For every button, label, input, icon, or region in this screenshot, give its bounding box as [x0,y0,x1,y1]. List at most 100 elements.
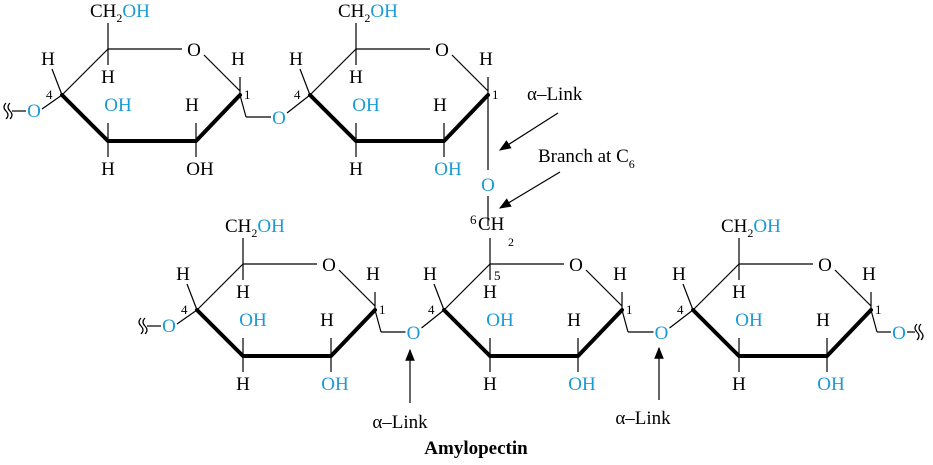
ring-front-bonds [442,308,624,358]
c5-h: H [349,67,363,88]
carbon-4-number: 4 [677,302,684,317]
left-end-top-bond [41,94,63,110]
ch2oh-label: CH2OH [338,1,398,25]
alpha-link-label-right: α–Link [615,408,671,429]
c4-h: H [289,49,303,70]
c5-h: H [101,67,115,88]
c2-h: H [433,95,447,116]
ch2oh-label: CH2OH [721,216,781,240]
right-end-oxygen: O [892,323,906,344]
c2-oh: OH [434,159,462,180]
ch2oh-label-sub: 2 [747,226,753,240]
branch-label: Branch at C6 [538,146,635,171]
ring-oxygen: O [322,255,336,276]
left-end-top-chain-break [3,102,13,120]
carbon-6-number: 6 [470,212,477,227]
c3-h: H [236,374,250,395]
bond-c4-h [186,283,198,311]
ring-front-bonds [60,93,242,143]
bond-c4-c5 [692,263,740,311]
right-end-chain-break [914,323,924,341]
carbon-1-number: 1 [244,87,251,102]
c5-h: H [483,282,497,303]
bond-c4-c5 [309,48,357,96]
link-4-5-bond-left [621,309,629,333]
carbon-4-number: 4 [428,302,435,317]
carbon-1-number: 1 [626,302,633,317]
bond-c4-h [299,68,311,96]
c2-oh: OH [321,374,349,395]
c2-oh: OH [186,159,214,180]
ch2oh-label-sub: 2 [364,11,370,25]
c2-h: H [185,95,199,116]
c4-h: H [672,264,686,285]
bond-c4-c5 [61,48,109,96]
bond-o-c1 [451,54,489,92]
left-end-bottom-bond [176,309,198,325]
ring-front-bonds [691,308,873,358]
ring-oxygen: O [187,40,201,61]
bond-c4-h [682,283,694,311]
c1-h: H [231,49,245,70]
ch2oh-label-oh: OH [122,1,150,22]
left-end-bottom-oxygen: O [162,316,176,337]
ch2oh-label-sub: 2 [251,226,257,240]
bond-c4-h [433,283,445,311]
c3-h: H [349,159,363,180]
link-1-2-bond-left [239,94,247,118]
ch2oh-label-ch: CH [338,1,365,22]
ch2oh-label-oh: OH [753,216,781,237]
c3-oh: OH [735,310,763,331]
ch2oh-label: CH2OH [225,216,285,240]
c2-h: H [567,310,581,331]
bond-o-c1 [338,269,376,307]
diagram-title: Amylopectin [424,438,528,459]
bond-c4-h [51,68,63,96]
c3-h: H [101,159,115,180]
left-end-bottom-chain-break [138,317,148,335]
link-1-2-oxygen: O [272,108,286,129]
bond-c4-c5 [196,263,244,311]
ch2oh-label-ch: CH [225,216,252,237]
alpha-link-arrow-top [498,112,559,151]
right-end-bond [870,309,878,333]
carbon-4-number: 4 [294,87,301,102]
carbon-1-number: 1 [875,302,882,317]
branch-label-text: Branch at C [538,146,629,167]
carbon-1-number: 1 [492,87,499,102]
c1-h: H [479,49,493,70]
ch2oh-label-ch: CH [721,216,748,237]
c3-oh: OH [104,95,132,116]
ring-oxygen: O [435,40,449,61]
bond-o-c1 [203,54,241,92]
c1-h: H [366,264,380,285]
left-end-top-oxygen: O [27,101,41,122]
ch2oh-label: CH2OH [90,1,150,25]
ring-oxygen: O [569,255,583,276]
branch-ch2-sub: 2 [508,235,514,249]
ch2oh-label-oh: OH [370,1,398,22]
link-1-2-bond-right [286,94,311,114]
carbon-4-number: 4 [46,87,53,102]
carbon-4-number: 4 [181,302,188,317]
c3-oh: OH [486,310,514,331]
alpha-link-label-top: α–Link [527,84,583,105]
c3-h: H [483,374,497,395]
bond-c4-c5 [443,263,491,311]
branch-arrow [498,171,561,209]
c1-h: H [862,264,876,285]
c2-h: H [320,310,334,331]
c4-h: H [176,264,190,285]
c2-oh: OH [568,374,596,395]
alpha-link-label-left: α–Link [372,412,428,433]
c1-h: H [613,264,627,285]
c3-h: H [732,374,746,395]
link-3-4-bond-right [421,309,445,329]
link-3-4-oxygen: O [407,323,421,344]
ring-front-bonds [195,308,377,358]
ring-oxygen: O [818,255,832,276]
